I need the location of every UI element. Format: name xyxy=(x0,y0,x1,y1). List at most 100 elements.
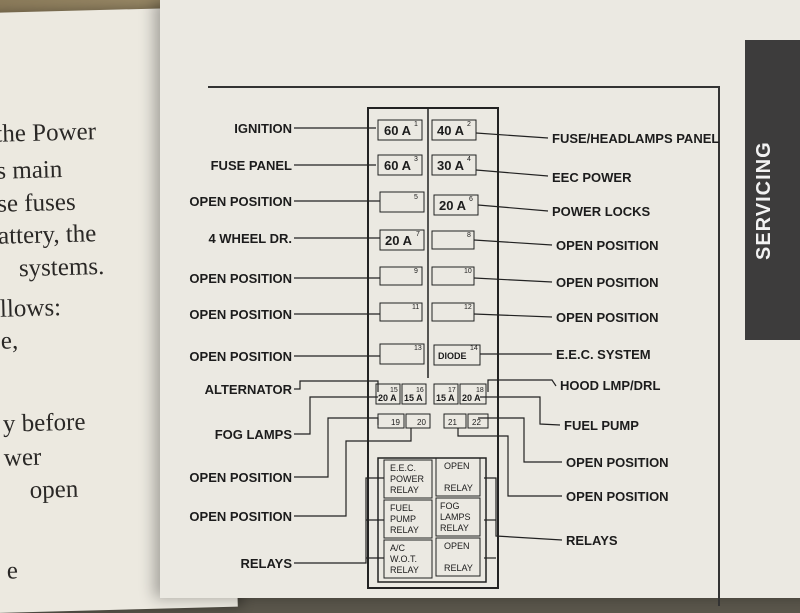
fuse-number: 9 xyxy=(414,268,418,275)
fuse-number: 21 xyxy=(448,418,457,427)
fuse-16 xyxy=(401,383,427,405)
fuse-rating: 20 A xyxy=(462,393,481,403)
relay-text: OPEN xyxy=(444,461,470,471)
relay-text: POWER xyxy=(390,474,425,484)
relay-text: OPEN xyxy=(444,541,470,551)
fuse-7 xyxy=(379,229,425,251)
left-label-open-position: OPEN POSITION xyxy=(189,194,292,209)
fuse-number: 10 xyxy=(464,268,472,275)
left-label-open-position: OPEN POSITION xyxy=(189,271,292,286)
left-label-open-position: OPEN POSITION xyxy=(189,509,292,524)
right-label-relays: RELAYS xyxy=(566,533,618,548)
fuse-rating: 20 A xyxy=(378,393,397,403)
fuse-21 xyxy=(443,413,467,429)
fuse-number: 6 xyxy=(469,196,473,203)
relay-boxes: E.E.C. POWER RELAY OPEN RELAY FUEL PUMP … xyxy=(383,457,481,579)
fuse-rating: 40 A xyxy=(437,123,465,138)
fuse-5 xyxy=(379,191,425,213)
fuse-12 xyxy=(431,302,475,322)
relay-text: W.O.T. xyxy=(390,554,417,564)
section-tab: SERVICING xyxy=(745,40,800,340)
relay-ac-wot xyxy=(383,539,433,579)
right-label-open-position: OPEN POSITION xyxy=(556,238,659,253)
fuse-number: 11 xyxy=(412,304,419,311)
left-label-open-position: OPEN POSITION xyxy=(189,307,292,322)
fuse-14 xyxy=(433,344,481,366)
fuse-rating: 20 A xyxy=(385,233,413,248)
diagram-frame-top xyxy=(208,86,720,88)
right-label-open-position: OPEN POSITION xyxy=(556,310,659,325)
fuse-19 xyxy=(377,413,405,429)
fuse-number: 4 xyxy=(467,156,471,163)
fuse-number: 14 xyxy=(470,345,478,352)
left-label-4-wheel-dr: 4 WHEEL DR. xyxy=(208,231,292,246)
left-label-alternator: ALTERNATOR xyxy=(205,382,293,397)
fuse-rating: 60 A xyxy=(384,158,412,173)
fuse-3 xyxy=(377,154,423,176)
fuse-number: 19 xyxy=(391,418,400,427)
relay-text: FOG xyxy=(440,501,460,511)
fuse-18 xyxy=(459,383,487,405)
relay-fuel-pump xyxy=(383,499,433,539)
fuse-number: 13 xyxy=(414,345,422,352)
fuse-rating: 60 A xyxy=(384,123,412,138)
right-labels: FUSE/HEADLAMPS PANEL EEC POWER POWER LOC… xyxy=(552,131,719,548)
fuse-number: 7 xyxy=(416,231,420,238)
relay-text: RELAY xyxy=(444,563,473,573)
fuse-number: 22 xyxy=(472,418,481,427)
fuse-number: 20 xyxy=(417,418,426,427)
fuse-number: 8 xyxy=(467,232,471,239)
fuse-4 xyxy=(431,154,477,176)
fuse-9 xyxy=(379,266,423,286)
fuse-8 xyxy=(431,230,475,250)
fuse-rating: 15 A xyxy=(404,393,423,403)
relay-text: RELAY xyxy=(390,565,419,575)
fuse-13 xyxy=(379,343,425,365)
left-label-fog-lamps: FOG LAMPS xyxy=(215,427,293,442)
right-label-open-position: OPEN POSITION xyxy=(556,275,659,290)
fuse-number: 15 xyxy=(390,387,398,394)
right-label-hood-lmp-drl: HOOD LMP/DRL xyxy=(560,378,660,393)
fuse-10 xyxy=(431,266,475,286)
relay-text: LAMPS xyxy=(440,512,471,522)
left-label-open-position: OPEN POSITION xyxy=(189,349,292,364)
left-label-open-position: OPEN POSITION xyxy=(189,470,292,485)
relay-text: FUEL xyxy=(390,503,413,513)
fuse-11 xyxy=(379,302,423,322)
right-label-open-position: OPEN POSITION xyxy=(566,489,669,504)
right-label-power-locks: POWER LOCKS xyxy=(552,204,651,219)
right-label-fuel-pump: FUEL PUMP xyxy=(564,418,639,433)
right-label-fuse-headlamps-panel: FUSE/HEADLAMPS PANEL xyxy=(552,131,719,146)
relay-fog-lamps xyxy=(435,497,481,537)
fuse-17 xyxy=(433,383,459,405)
relay-text: RELAY xyxy=(440,523,469,533)
left-labels: IGNITION FUSE PANEL OPEN POSITION 4 WHEE… xyxy=(189,121,292,571)
fuse-number: 16 xyxy=(416,387,424,394)
relay-open-2 xyxy=(435,537,481,577)
relay-text: RELAY xyxy=(444,483,473,493)
fuse-1 xyxy=(377,119,423,141)
fuse-rating: 15 A xyxy=(436,393,455,403)
relay-open-1 xyxy=(435,457,481,497)
fuse-2 xyxy=(431,119,477,141)
relay-text: A/C xyxy=(390,543,406,553)
fuse-number: 17 xyxy=(448,387,456,394)
left-label-ignition: IGNITION xyxy=(234,121,292,136)
relay-text: PUMP xyxy=(390,514,416,524)
right-label-eec-power: EEC POWER xyxy=(552,170,632,185)
fuse-number: 3 xyxy=(414,156,418,163)
right-label-eec-system: E.E.C. SYSTEM xyxy=(556,347,651,362)
fuse-rating: 20 A xyxy=(439,198,467,213)
fuse-6 xyxy=(433,194,479,216)
right-label-open-position: OPEN POSITION xyxy=(566,455,669,470)
relay-eec-power xyxy=(383,459,433,499)
fuse-panel-diagram: IGNITION FUSE PANEL OPEN POSITION 4 WHEE… xyxy=(189,107,719,589)
fuse-number: 18 xyxy=(476,387,484,394)
fuse-20 xyxy=(405,413,431,429)
fuse-22 xyxy=(467,413,489,429)
left-label-fuse-panel: FUSE PANEL xyxy=(211,158,292,173)
fuse-number: 12 xyxy=(464,304,472,311)
fuse-boxes: 60 A 1 40 A 2 60 A 3 30 A 4 5 20 A 6 20 … xyxy=(375,119,489,429)
fuse-number: 5 xyxy=(414,194,418,201)
fuse-number: 1 xyxy=(414,121,418,128)
